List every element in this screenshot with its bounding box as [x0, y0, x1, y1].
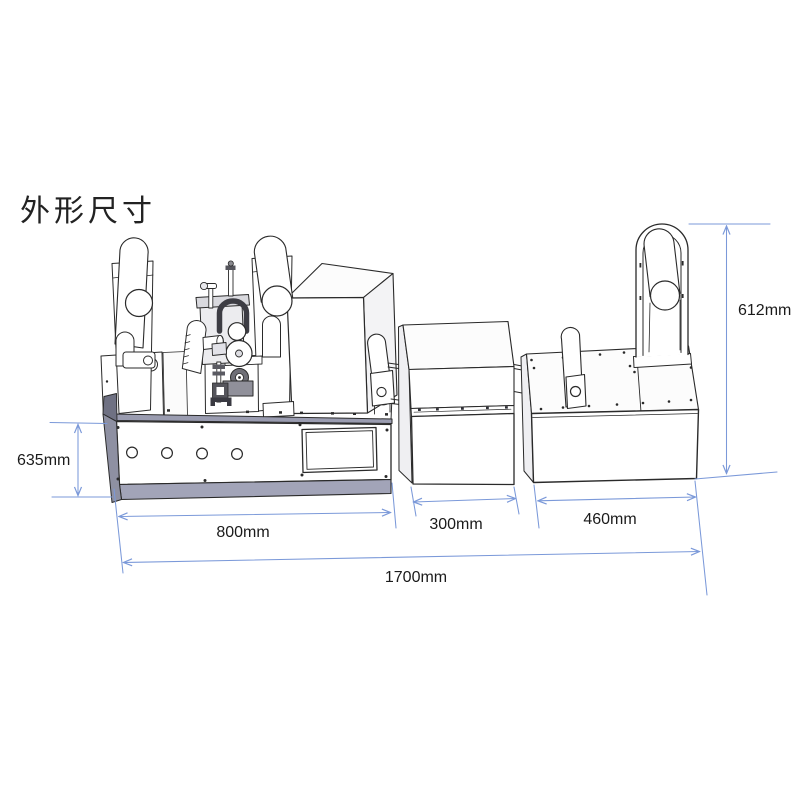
clamp-arch [216, 298, 250, 334]
dim-line-total [124, 552, 700, 563]
dimension-label-unit3-width: 460mm [583, 511, 637, 528]
left-unit [100, 235, 410, 503]
connector-rails [387, 362, 410, 406]
dim-line-unit2 [414, 499, 516, 503]
side-shadow [102, 413, 122, 503]
dimension-label-unit1-width: 800mm [216, 524, 270, 541]
dimension-label-total-width: 1700mm [384, 569, 448, 586]
adjust-rod [228, 266, 234, 297]
middle-unit-top [402, 320, 515, 371]
guide-roller-right [367, 333, 396, 415]
roller-disc [124, 288, 154, 318]
ribbed-roller [181, 319, 207, 374]
tower-roller [643, 228, 681, 298]
unwind-roller-left [111, 237, 156, 414]
connector-rails [513, 364, 523, 394]
guide-post [560, 326, 587, 410]
dimension-label-unit2-width: 300mm [429, 516, 483, 533]
left-unit-base [102, 393, 393, 503]
roller-cylinder [253, 235, 294, 303]
middle-unit-lid [408, 365, 515, 410]
dim-line-unit3 [538, 497, 696, 501]
dimension-lines [49, 223, 778, 596]
right-unit-front [530, 408, 700, 484]
middle-unit-front [410, 412, 515, 486]
roller-disc [261, 285, 293, 317]
dimension-label-right-height: 612mm [738, 302, 792, 319]
unwind-roller-center [253, 235, 295, 418]
panel-window [301, 426, 378, 474]
middle-unit [398, 320, 523, 486]
control-cabinet [286, 262, 398, 415]
tower-roller-disc [649, 280, 681, 311]
extension-lines [49, 223, 778, 596]
panel-bolts [116, 423, 389, 482]
panel-holes [125, 446, 244, 461]
print-head-mechanism [181, 260, 263, 414]
band-clips [418, 406, 508, 411]
deck-bolts [167, 409, 388, 416]
dim-line-unit1 [119, 513, 391, 517]
dimension-label-left-height: 635mm [17, 452, 71, 469]
right-unit [520, 223, 700, 484]
page-title: 外形尺寸 [20, 195, 156, 228]
rewind-tower [633, 223, 692, 368]
